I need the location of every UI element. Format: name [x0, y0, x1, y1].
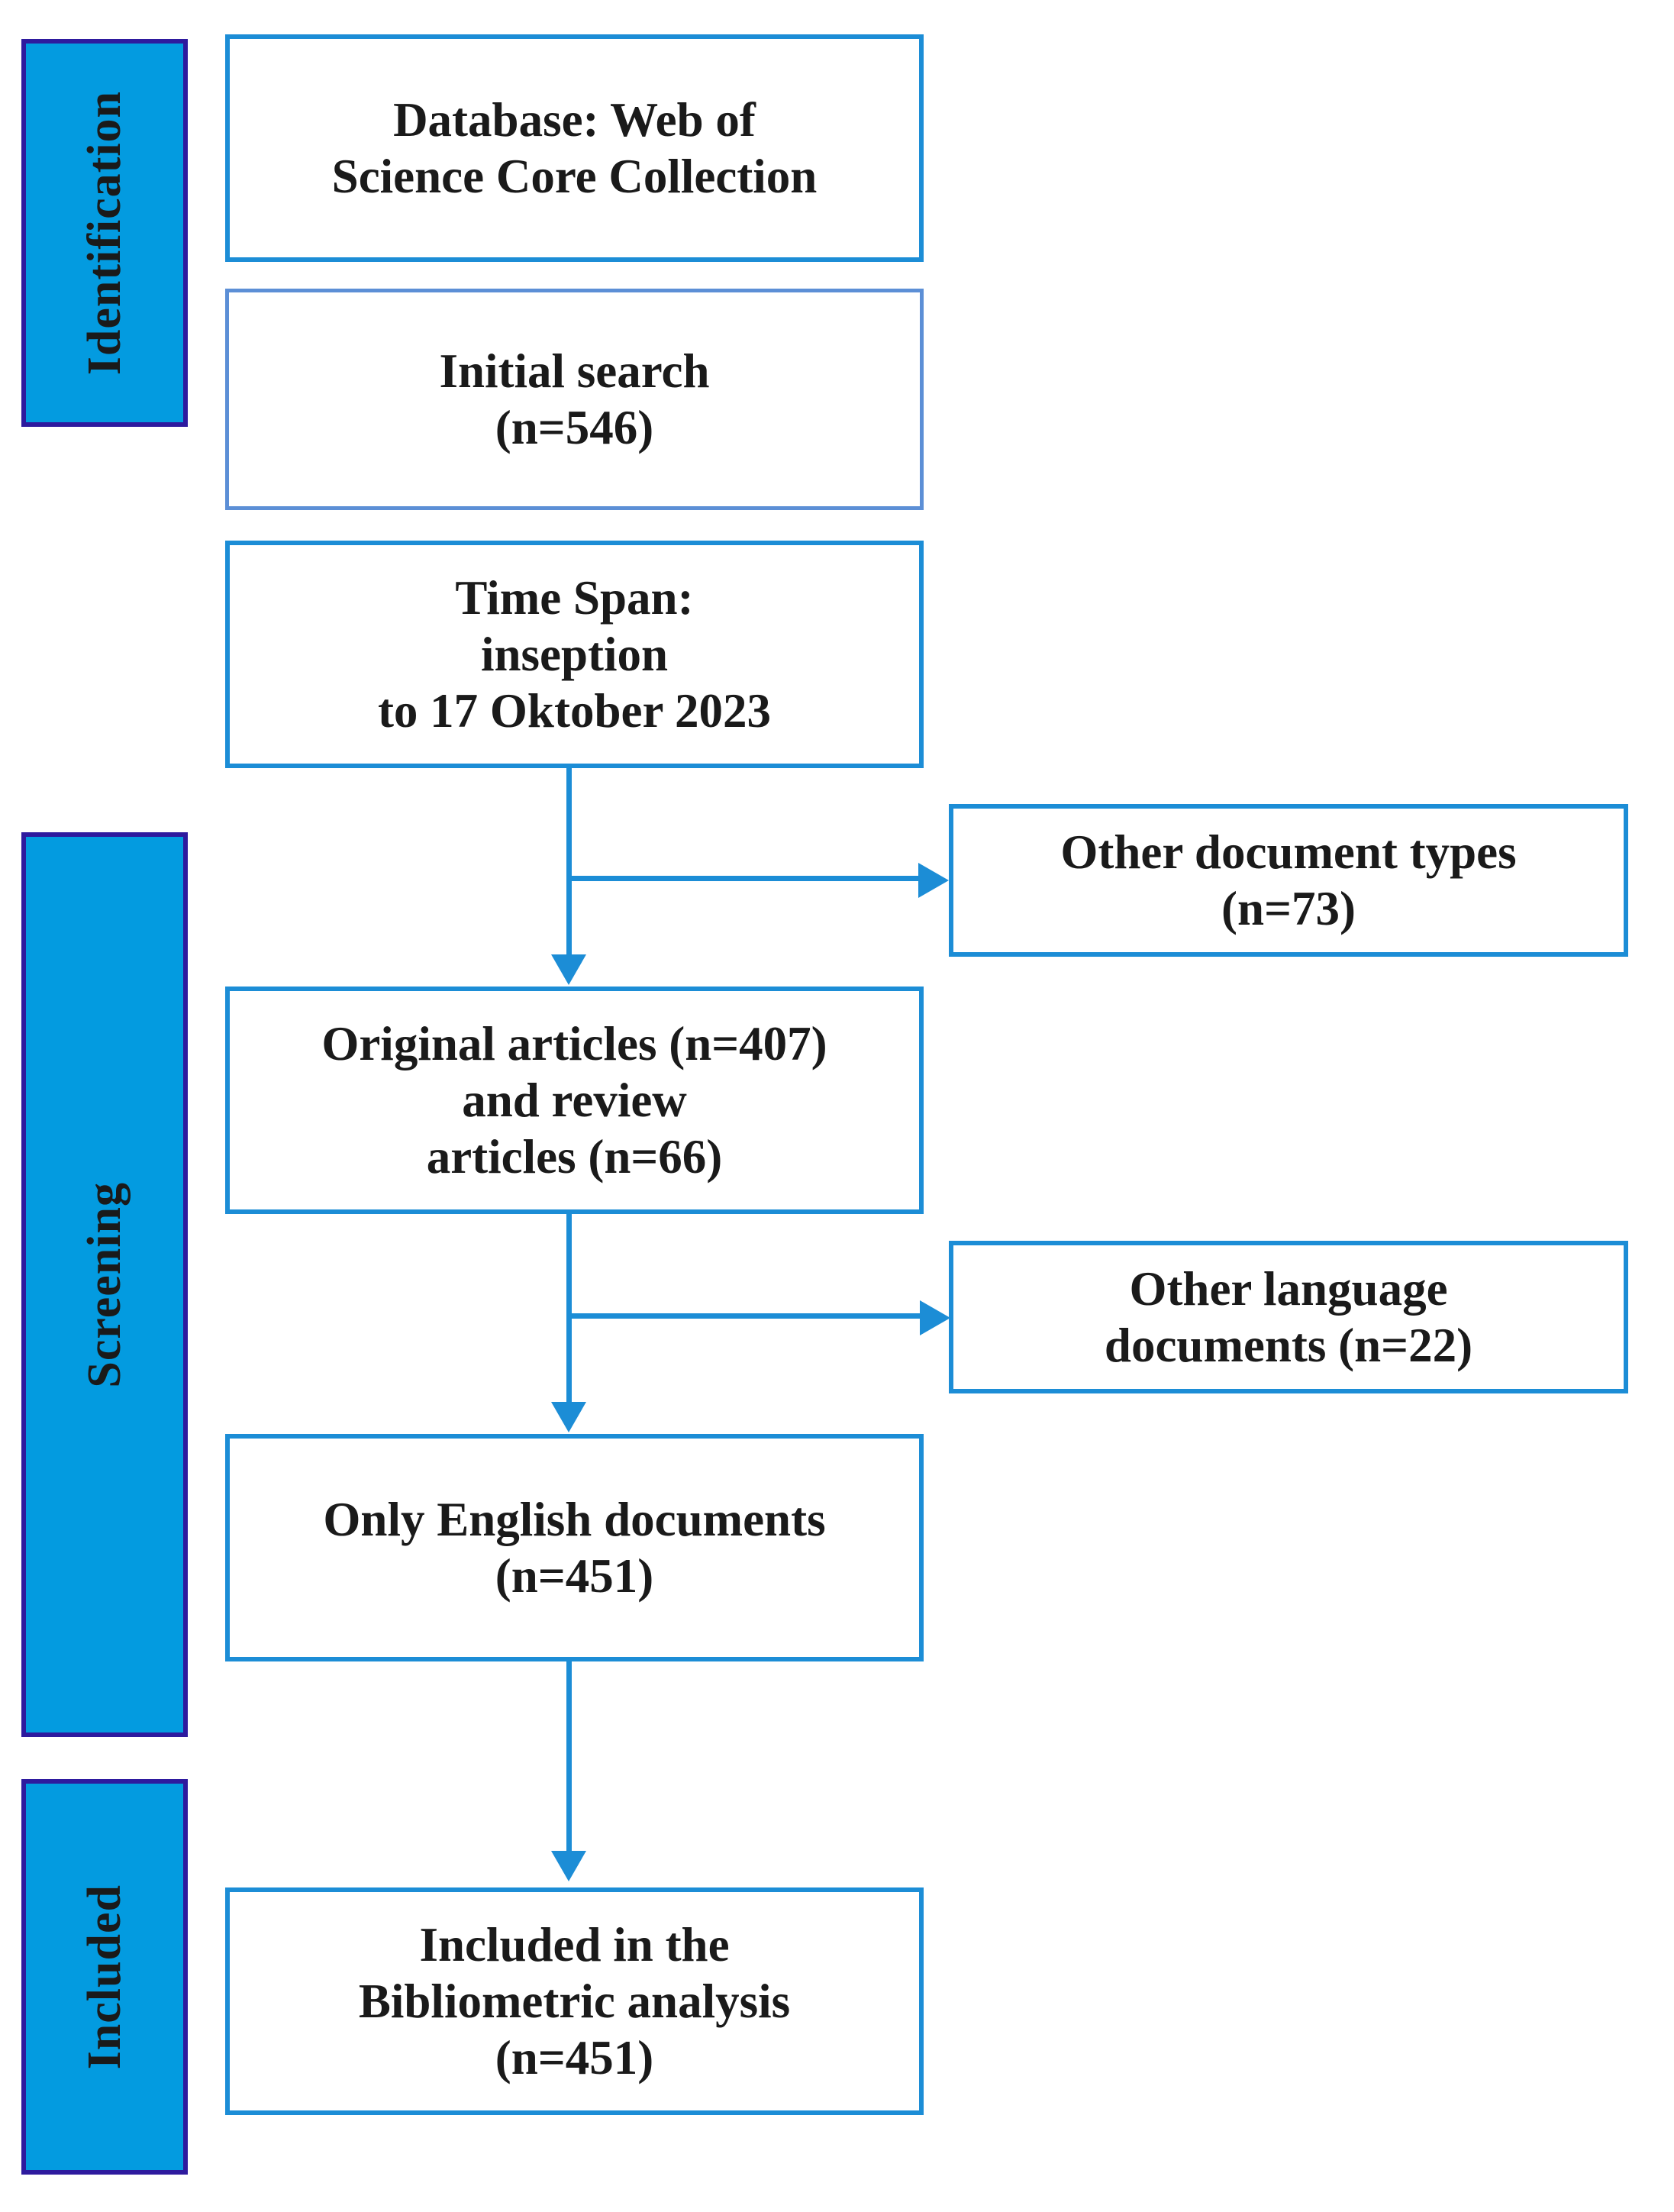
box-original-and-review: Original articles (n=407) and review art… [225, 987, 924, 1214]
connector-original-vertical [566, 1214, 572, 1403]
arrow-original-to-english [551, 1402, 586, 1432]
box-other-language-documents-text: Other language documents (n=22) [1104, 1261, 1473, 1372]
box-other-document-types: Other document types (n=73) [949, 804, 1628, 957]
box-other-language-documents: Other language documents (n=22) [949, 1241, 1628, 1393]
box-only-english: Only English documents (n=451) [225, 1434, 924, 1661]
arrow-english-to-included [551, 1851, 586, 1881]
box-only-english-text: Only English documents (n=451) [323, 1492, 826, 1603]
box-included-bibliometric-text: Included in the Bibliometric analysis (n… [358, 1917, 791, 2085]
stage-label-identification: Identification [79, 90, 131, 376]
box-initial-search-text: Initial search (n=546) [439, 344, 710, 454]
stage-bar-included: Included [21, 1779, 188, 2175]
box-original-and-review-text: Original articles (n=407) and review art… [321, 1016, 827, 1184]
stage-label-included: Included [79, 1884, 131, 2070]
arrow-to-other-doc-types [918, 863, 949, 898]
connector-english-to-included [566, 1661, 572, 1852]
stage-label-screening: Screening [79, 1181, 131, 1388]
box-database: Database: Web of Science Core Collection [225, 34, 924, 262]
box-initial-search: Initial search (n=546) [225, 289, 924, 510]
stage-bar-screening: Screening [21, 832, 188, 1737]
arrow-timespan-to-original [551, 954, 586, 985]
box-database-text: Database: Web of Science Core Collection [331, 92, 818, 203]
box-time-span-text: Time Span: inseption to 17 Oktober 2023 [377, 570, 772, 738]
box-time-span: Time Span: inseption to 17 Oktober 2023 [225, 541, 924, 768]
stage-bar-identification: Identification [21, 39, 188, 427]
connector-branch-other-doc-types [569, 876, 920, 881]
arrow-to-other-language [920, 1300, 950, 1335]
box-included-bibliometric: Included in the Bibliometric analysis (n… [225, 1887, 924, 2115]
connector-branch-other-language [569, 1313, 921, 1319]
connector-timespan-vertical [566, 768, 572, 956]
box-other-document-types-text: Other document types (n=73) [1060, 825, 1517, 935]
